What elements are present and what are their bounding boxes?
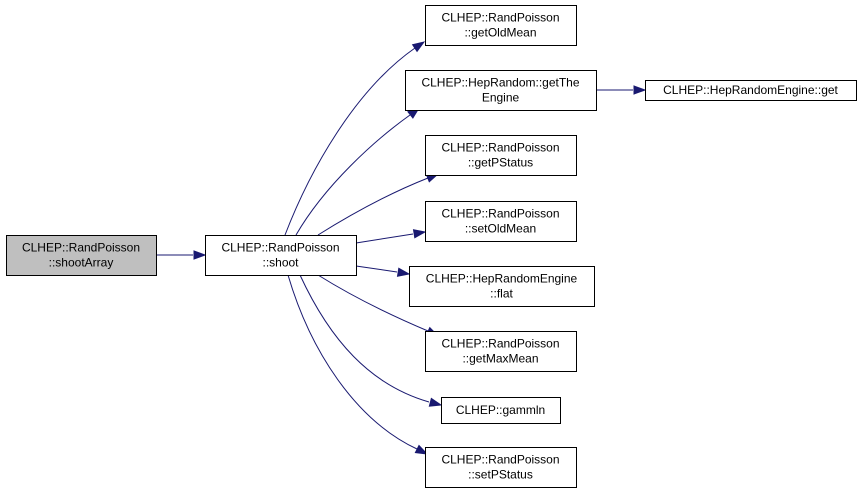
node-label-line: CLHEP::HepRandom::getThe — [421, 76, 579, 90]
node-label-line: CLHEP::RandPoisson — [441, 337, 559, 351]
edge-shoot-to-getOldMean — [284, 41, 426, 236]
node-label-line: CLHEP::HepRandomEngine::get — [663, 83, 838, 97]
edge-line — [284, 47, 416, 236]
node-label-line: ::shootArray — [49, 256, 114, 270]
node-box[interactable] — [645, 80, 857, 101]
edge-shoot-to-gammln — [299, 274, 443, 407]
edge-shoot-to-flat — [355, 265, 411, 277]
node-setOldMean[interactable]: CLHEP::RandPoisson::setOldMean — [425, 201, 577, 242]
node-box[interactable] — [441, 397, 561, 424]
node-label-line: ::flat — [490, 287, 513, 301]
node-box[interactable] — [425, 447, 577, 488]
node-box[interactable] — [425, 135, 577, 176]
edge-getTheEngine-to-engineGet — [596, 85, 647, 95]
node-label-line: ::setPStatus — [468, 468, 533, 482]
node-label-line: CLHEP::RandPoisson — [441, 11, 559, 25]
node-label-line: CLHEP::RandPoisson — [441, 141, 559, 155]
node-shoot[interactable]: CLHEP::RandPoisson::shoot — [205, 235, 357, 276]
node-box[interactable] — [205, 235, 357, 276]
edge-line — [355, 265, 398, 273]
node-getOldMean[interactable]: CLHEP::RandPoisson::getOldMean — [425, 5, 577, 46]
node-engineGet[interactable]: CLHEP::HepRandomEngine::get — [645, 80, 857, 101]
node-label-line: ::getPStatus — [468, 156, 533, 170]
arrowhead — [193, 250, 207, 260]
node-setPStatus[interactable]: CLHEP::RandPoisson::setPStatus — [425, 447, 577, 488]
edge-shoot-to-setPStatus — [287, 274, 429, 455]
node-shootArray[interactable]: CLHEP::RandPoisson::shootArray — [6, 235, 157, 276]
arrowhead — [428, 397, 443, 407]
edge-line — [317, 177, 429, 236]
node-label-line: ::setOldMean — [465, 222, 536, 236]
node-label-line: CLHEP::RandPoisson — [221, 241, 339, 255]
node-label-line: CLHEP::RandPoisson — [441, 453, 559, 467]
node-label-line: CLHEP::RandPoisson — [441, 207, 559, 221]
node-box[interactable] — [425, 5, 577, 46]
arrowhead — [414, 444, 429, 455]
node-box[interactable] — [425, 331, 577, 372]
node-label-line: CLHEP::RandPoisson — [22, 241, 140, 255]
edge-line — [355, 233, 414, 244]
arrowhead — [633, 85, 647, 95]
node-getPStatus[interactable]: CLHEP::RandPoisson::getPStatus — [425, 135, 577, 176]
node-label-line: CLHEP::HepRandomEngine — [426, 272, 578, 286]
edge-line — [295, 114, 411, 236]
arrowhead — [411, 41, 426, 53]
edge-line — [287, 274, 418, 450]
node-gammln[interactable]: CLHEP::gammln — [441, 397, 561, 424]
edge-line — [299, 274, 430, 403]
edge-shootArray-to-shoot — [156, 250, 207, 260]
node-label-line: CLHEP::gammln — [456, 403, 545, 417]
node-box[interactable] — [425, 201, 577, 242]
edge-shoot-to-getPStatus — [317, 173, 440, 236]
node-box[interactable] — [409, 266, 595, 307]
node-flat[interactable]: CLHEP::HepRandomEngine::flat — [409, 266, 595, 307]
node-box[interactable] — [6, 235, 157, 276]
edge-line — [317, 274, 429, 332]
arrowhead — [412, 229, 427, 239]
node-label-line: Engine — [482, 91, 520, 105]
edge-shoot-to-setOldMean — [355, 229, 427, 244]
node-box[interactable] — [405, 70, 597, 111]
node-label-line: ::getOldMean — [464, 26, 536, 40]
node-label-line: ::shoot — [262, 256, 299, 270]
arrowhead — [396, 267, 411, 277]
nodes-layer: CLHEP::RandPoisson::shootArrayCLHEP::Ran… — [6, 5, 857, 488]
node-label-line: ::getMaxMean — [462, 352, 538, 366]
node-getMaxMean[interactable]: CLHEP::RandPoisson::getMaxMean — [425, 331, 577, 372]
